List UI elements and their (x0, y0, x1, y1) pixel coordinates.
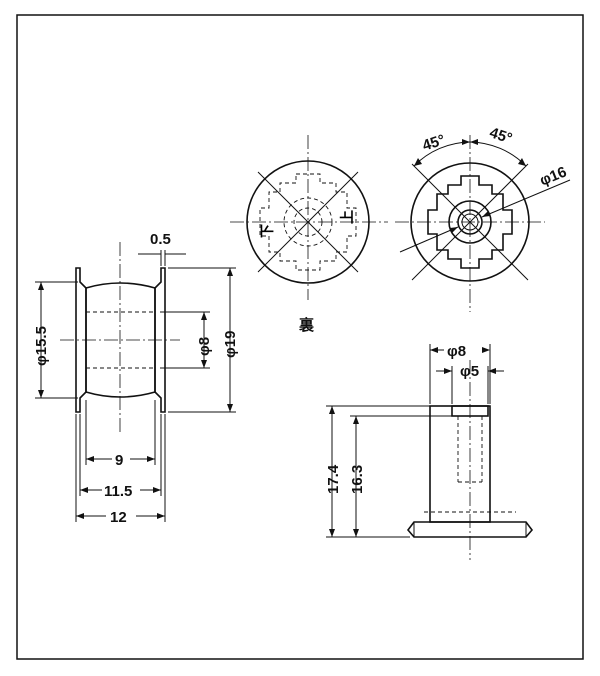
dim-flange-dia-label: φ19 (222, 331, 239, 358)
section-inner-dia-label: φ5 (460, 363, 479, 380)
front-dia-label: φ16 (537, 163, 569, 189)
dim-inner-dia-label: φ8 (196, 337, 213, 356)
dim-outer-dia-label: φ15.5 (33, 326, 50, 366)
mark-down-glyph: 下 (260, 224, 276, 238)
back-view: 下 上 裏 (230, 135, 388, 334)
dim-total-width-label: 12 (110, 509, 127, 526)
section-view: φ8 φ5 17.4 16.3 (325, 343, 534, 560)
section-outer-dia-label: φ8 (447, 343, 466, 360)
side-view-spool: 0.5 φ15.5 φ8 φ19 9 (33, 231, 239, 526)
back-view-label: 裏 (298, 316, 315, 334)
dim-gap-label: 0.5 (150, 231, 171, 248)
dim-mid-width-label: 11.5 (104, 483, 132, 500)
section-inner-height-label: 16.3 (349, 465, 366, 494)
angle-left-label: 45° (420, 131, 447, 154)
dim-inner-width-label: 9 (115, 452, 123, 469)
drawing-frame (16, 14, 584, 660)
mark-up-glyph: 上 (340, 210, 356, 224)
front-view: 45° 45° φ16 (395, 124, 571, 312)
angle-right-label: 45° (487, 124, 514, 147)
section-total-height-label: 17.4 (325, 464, 342, 494)
